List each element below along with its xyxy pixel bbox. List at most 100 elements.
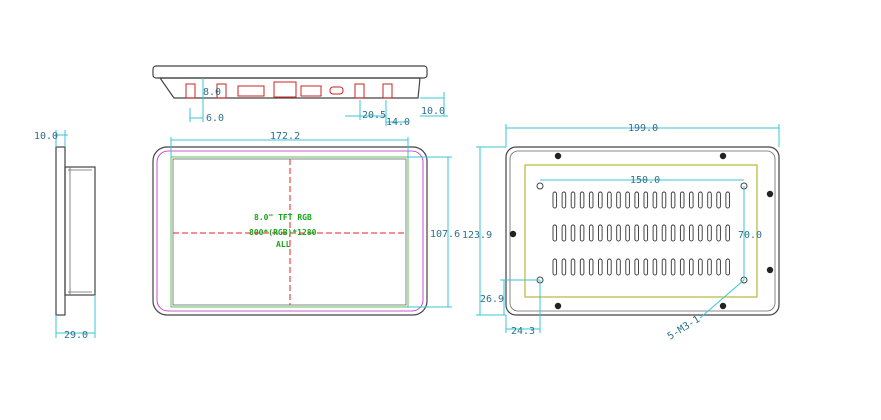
vent-slot [670,258,676,276]
vent-slot [643,191,649,209]
dim-label-29: 29.0 [64,330,88,341]
side-housing [64,166,96,296]
dim-label-70: 70.0 [738,230,762,241]
vent-slot [698,258,703,276]
dim-label-24-3: 24.3 [511,326,535,337]
mount-hole [554,152,562,160]
vent-slot [570,224,576,242]
dim-label-8: 8.0 [203,87,221,98]
vent-slot [588,258,594,276]
vent-slot [725,258,730,276]
dim-label-14: 14.0 [386,117,410,128]
vent-slot [661,258,667,276]
vent-slot [588,224,594,242]
vent-slot [643,224,649,242]
hdmi-port [300,85,322,97]
port-4 [382,83,393,99]
vent-slot [679,191,685,209]
vent-slot [598,191,603,209]
side-bezel [55,146,66,316]
dim-label-26-9: 26.9 [480,294,504,305]
vent-slot [689,224,694,242]
vent-slot [643,258,649,276]
vent-slot [670,224,676,242]
vent-slot [716,258,721,276]
vent-slot [698,224,703,242]
vent-slot [616,258,621,276]
usb-port [237,85,265,97]
vent-slot [670,191,676,209]
inner-holes [536,182,748,284]
vent-slot [625,191,630,209]
rear-bezel [505,146,780,316]
port-3 [354,83,365,99]
vent-slot [707,224,712,242]
rear-bezel-inner [509,150,776,312]
vent-slot [652,258,658,276]
dim-label-10: 10.0 [421,106,445,117]
vent-slot [552,224,558,242]
vent-slot [579,258,585,276]
vent-slot [634,224,639,242]
port-2 [216,83,227,99]
dim-label-side-10: 10.0 [34,131,58,142]
vent-slot [561,224,567,242]
bracket-hole [536,182,544,190]
mount-hole [719,152,727,160]
vent-slot [616,191,621,209]
vent-slot [716,224,721,242]
dim-label-20-5: 20.5 [362,110,386,121]
screen-spec-line1: 8.0" TFT RGB [254,213,312,222]
vent-slot [570,191,576,209]
vent-slot [661,224,667,242]
vent-slot [579,224,585,242]
vent-slot [598,258,603,276]
front-bezel-outer [152,146,428,316]
side-view: 10.0 29.0 [34,130,96,341]
dim-label-6: 6.0 [206,113,224,124]
vent-slot [725,224,730,242]
mount-hole [766,266,774,274]
vent-slot [698,191,703,209]
vent-slot [561,191,567,209]
vent-slot [598,224,603,242]
dim-label-107-6: 107.6 [430,229,460,240]
vent-slot [552,258,558,276]
screen-spec-line2: 800*(RGB)*1280 [249,228,317,237]
vent-slot [689,191,694,209]
ethernet-port [273,81,297,98]
screen-spec-line3: ALL [276,240,291,249]
vent-slot [634,258,639,276]
vent-slot [707,258,712,276]
mount-hole [554,302,562,310]
vent-slot [570,258,576,276]
vent-slot [579,191,585,209]
vent-slots [552,191,730,276]
vent-slot [625,224,630,242]
top-housing [158,77,421,99]
top-bezel [152,65,428,79]
vent-slot [607,191,612,209]
vent-slot [625,258,630,276]
vent-slot [607,224,612,242]
callout-leader [699,279,745,319]
vent-slot [616,224,621,242]
rear-bracket [524,164,758,298]
callout-label: 5-M3-1 [666,314,702,342]
vent-slot [725,191,730,209]
vent-slot [707,191,712,209]
port-1 [185,83,196,99]
mount-hole [509,230,517,238]
front-view: 8.0" TFT RGB 800*(RGB)*1280 ALL 172.2 10… [152,131,460,316]
vent-slot [716,191,721,209]
vent-slot [679,258,685,276]
front-bezel-inner [156,150,424,312]
dim-label-172-2: 172.2 [270,131,300,142]
mount-hole [766,190,774,198]
active-area [170,156,409,308]
vent-slot [561,258,567,276]
top-view: 8.0 6.0 20.5 14.0 10.0 [152,65,448,128]
mount-hole [719,302,727,310]
